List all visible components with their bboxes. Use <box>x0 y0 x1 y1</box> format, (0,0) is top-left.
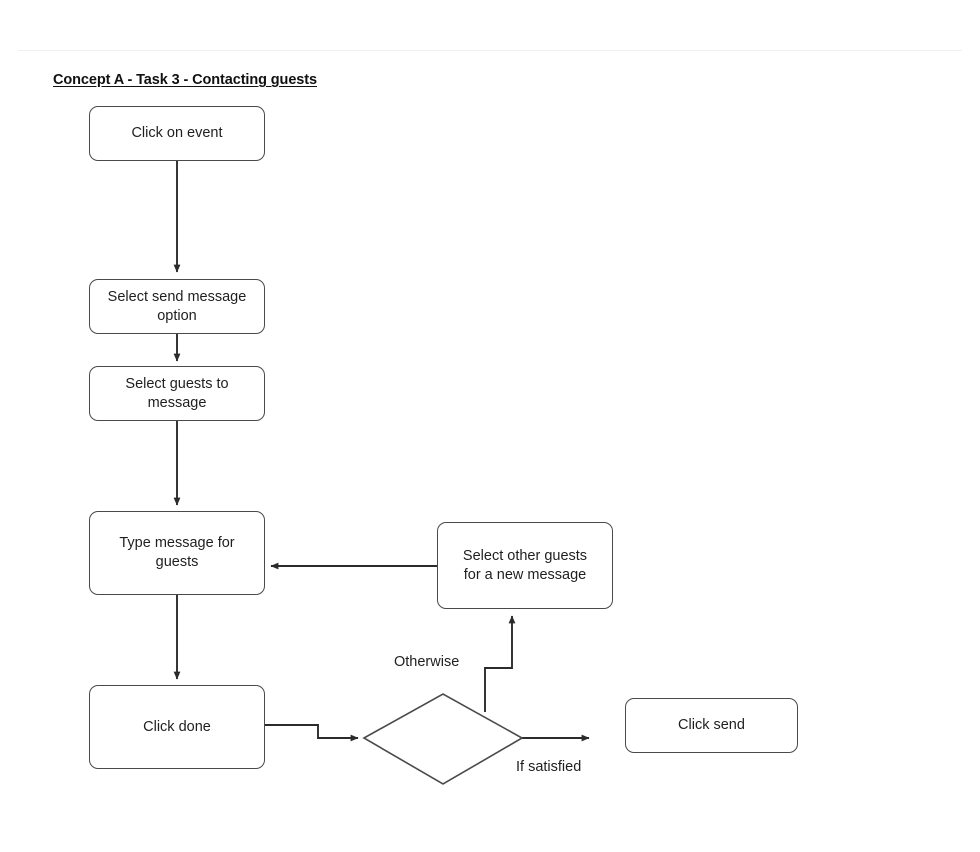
node-label: Click done <box>143 718 211 735</box>
node-label: Select guests to message <box>125 375 229 411</box>
node-click-send[interactable]: Click send <box>625 698 798 753</box>
edge-label-if-satisfied: If satisfied <box>516 759 582 775</box>
node-label: Click on event <box>131 125 223 142</box>
node-label: Click send <box>678 717 745 734</box>
node-select-guests-to-message[interactable]: Select guests to message <box>89 366 265 421</box>
page-title: Concept A - Task 3 - Contacting guests <box>53 72 317 88</box>
node-label: Select other guests for a new message <box>462 547 588 583</box>
node-click-done[interactable]: Click done <box>89 685 265 769</box>
node-select-send-message-option[interactable]: Select send message option <box>89 279 265 334</box>
node-select-other-guests-for-new-message[interactable]: Select other guests for a new message <box>437 522 613 609</box>
node-label: Select send message option <box>107 288 247 324</box>
edge-clickdone-to-decision <box>265 724 359 742</box>
edge-decision-to-selectotherguests <box>484 615 516 712</box>
decision-diamond <box>362 693 524 785</box>
node-type-message-for-guests[interactable]: Type message for guests <box>89 511 265 595</box>
page-divider <box>18 50 962 51</box>
node-click-on-event[interactable]: Click on event <box>89 106 265 161</box>
edge-label-otherwise: Otherwise <box>394 654 460 670</box>
node-label: Type message for guests <box>119 535 235 570</box>
